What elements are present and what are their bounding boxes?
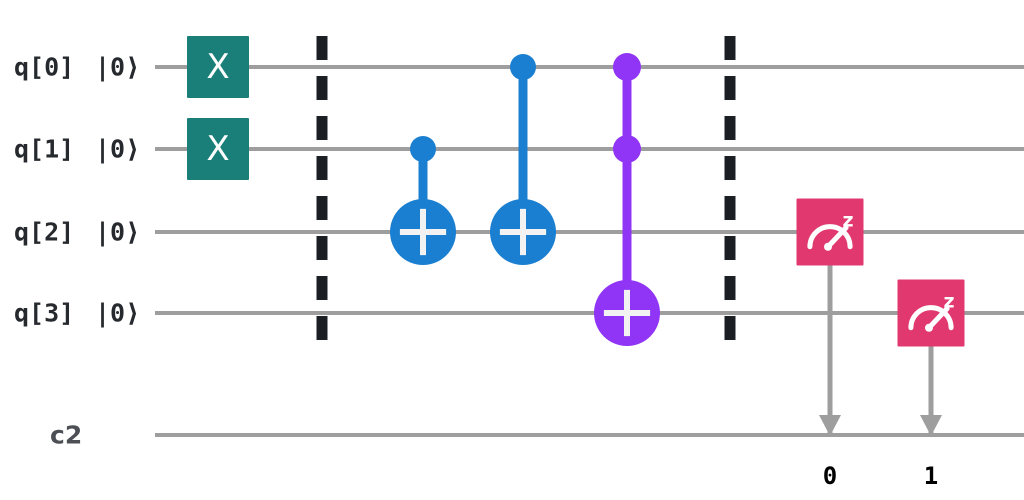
- toffoli-control-dot-0[interactable]: [613, 53, 641, 81]
- qubit-state-0: |0⟩: [95, 52, 141, 82]
- gate-cx0[interactable]: [390, 136, 456, 265]
- measure-basis-label: z: [843, 210, 854, 232]
- cnot-control-dot[interactable]: [510, 54, 536, 80]
- x-gate-box[interactable]: [187, 36, 249, 98]
- qubit-label-2: q[2]: [14, 217, 75, 247]
- classical-bit-index-0: 0: [822, 462, 838, 490]
- classical-register-label-0: c2: [50, 420, 83, 450]
- measure-gate-box[interactable]: [796, 198, 864, 266]
- measure-pivot: [924, 323, 933, 332]
- measure-needle: [825, 225, 849, 250]
- measure-gate-box[interactable]: [897, 279, 965, 347]
- measure-pivot: [823, 242, 832, 251]
- qubit-label-0: q[0]: [14, 52, 75, 82]
- gate-ccx0[interactable]: [594, 53, 660, 346]
- gate-measure1[interactable]: z: [897, 279, 965, 437]
- measure-arrowhead: [920, 415, 942, 436]
- measure-needle: [926, 306, 950, 331]
- cnot-control-dot[interactable]: [410, 136, 436, 162]
- measure-arrowhead: [819, 415, 841, 436]
- gate-cx1[interactable]: [490, 54, 556, 265]
- toffoli-control-dot-1[interactable]: [613, 135, 641, 163]
- x-gate-box[interactable]: [187, 118, 249, 180]
- qubit-state-1: |0⟩: [95, 134, 141, 164]
- qubit-label-3: q[3]: [14, 298, 75, 328]
- gate-x1[interactable]: X: [187, 118, 249, 180]
- gate-x0[interactable]: X: [187, 36, 249, 98]
- x-gate-label: X: [206, 47, 229, 87]
- gate-measure0[interactable]: z: [796, 198, 864, 437]
- x-gate-label: X: [206, 129, 229, 169]
- classical-bit-index-1: 1: [923, 462, 939, 490]
- measure-arc: [908, 305, 954, 331]
- qubit-state-2: |0⟩: [95, 217, 141, 247]
- measure-basis-label: z: [944, 291, 955, 313]
- measure-arc: [807, 224, 853, 250]
- qubit-state-3: |0⟩: [95, 298, 141, 328]
- qubit-label-1: q[1]: [14, 134, 75, 164]
